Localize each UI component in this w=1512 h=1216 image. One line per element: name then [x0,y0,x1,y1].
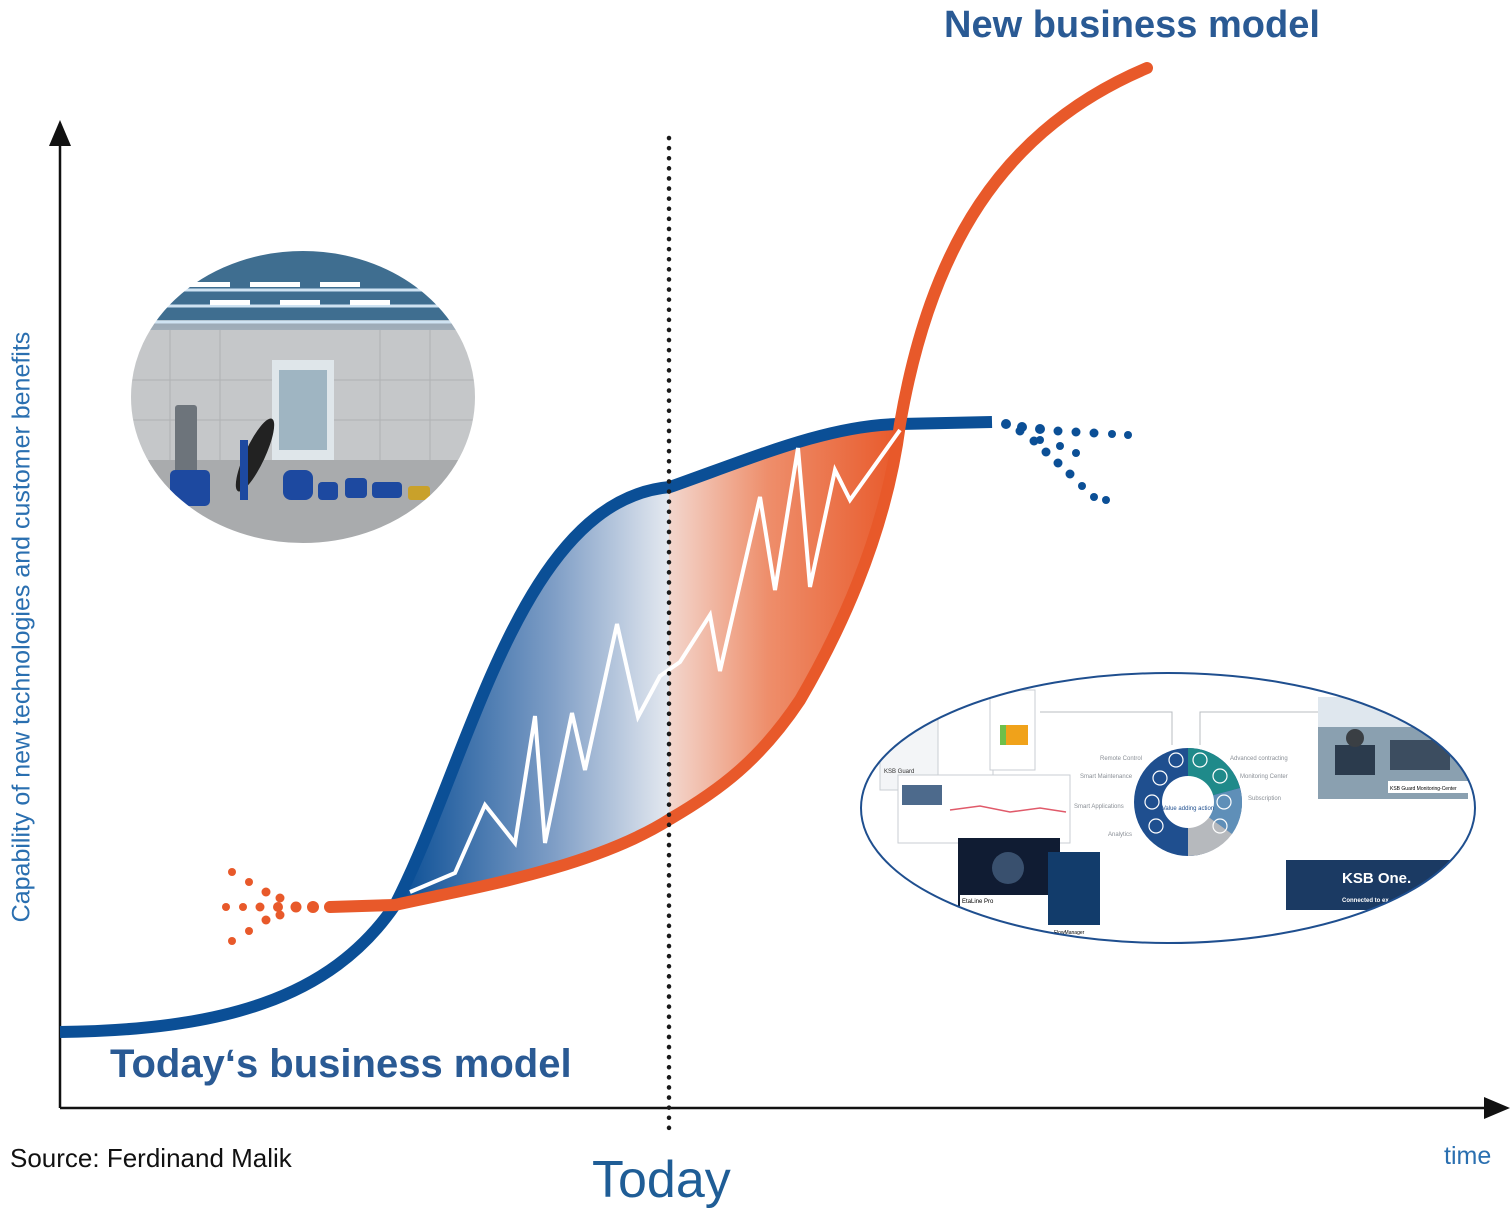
item-monitoring-center: Monitoring Center [1240,774,1288,780]
flowmanager-tile [1048,852,1100,932]
item-remote-control: Remote Control [1100,756,1142,762]
value-wheel: Value adding action [1134,748,1243,857]
today-label: Today [592,1151,731,1209]
digital-services-photo: KSB Guard EtaLine Pro FlowManager Value … [861,673,1475,943]
innovation-zigzag-line [409,428,902,894]
source-note: Source: Ferdinand Malik [10,1143,292,1173]
ksb-guard-label: KSB Guard [884,769,914,775]
item-smart-maintenance: Smart Maintenance [1080,774,1133,780]
todays-business-model-title: Today‘s business model [110,1042,572,1086]
x-axis-label: time [1444,1142,1492,1170]
pump-hall-photo [130,250,476,544]
item-analytics: Analytics [1108,832,1132,838]
axes [49,120,1510,1119]
x-axis-arrow [1484,1097,1510,1119]
value-hub-label: Value adding action [1162,806,1214,812]
todays-business-model-curve [59,416,993,1038]
ksb-one-sub: Connected to ex [1342,898,1389,904]
flowmanager-label: FlowManager [1054,930,1085,936]
item-advanced-contracting: Advanced contracting [1230,756,1288,762]
y-axis-arrow [49,120,71,146]
item-subscription: Subscription [1248,796,1281,802]
todays-model-dotted-trail [1001,419,1132,504]
y-axis-label: Capability of new technologies and custo… [7,331,36,923]
pump-hall-photo-frame [129,249,477,545]
growth-lens-orange [669,424,900,820]
new-model-dotted-lead [222,868,319,945]
item-smart-applications: Smart Applications [1074,804,1124,810]
new-business-model-curve [324,62,1153,913]
ksb-one-label: KSB One. [1342,870,1411,887]
new-business-model-title: New business model [944,4,1320,46]
digital-services-photo-frame [860,672,1476,944]
monitoring-center-label: KSB Guard Monitoring-Center [1390,786,1457,792]
growth-lens-blue [395,487,669,905]
etaline-pro-label: EtaLine Pro [962,899,994,905]
